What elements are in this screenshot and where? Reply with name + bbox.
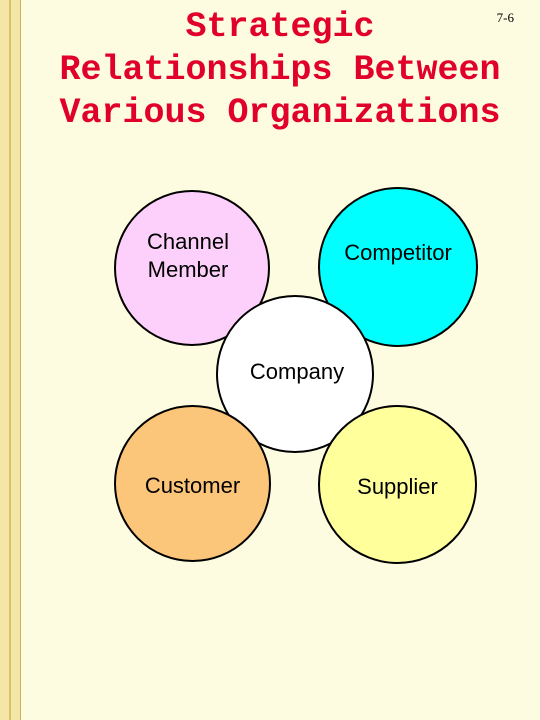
slide-number: 7-6: [496, 10, 514, 25]
supplier-label: Supplier: [357, 473, 438, 499]
supplier-circle: Supplier: [318, 405, 477, 564]
competitor-label: Competitor: [344, 240, 452, 265]
slide-title: Strategic Relationships Between Various …: [20, 6, 540, 135]
customer-circle: Customer: [114, 405, 271, 562]
title-line-2: Relationships Between: [59, 50, 501, 90]
title-line-1: Strategic: [185, 7, 375, 47]
slide-edge-bar: [0, 0, 21, 720]
channel-member-circle: Channel Member: [114, 190, 270, 346]
title-line-3: Various Organizations: [59, 93, 501, 133]
customer-label: Customer: [144, 472, 241, 498]
channel-member-label: Channel Member: [147, 229, 229, 282]
company-label: Company: [249, 359, 345, 384]
